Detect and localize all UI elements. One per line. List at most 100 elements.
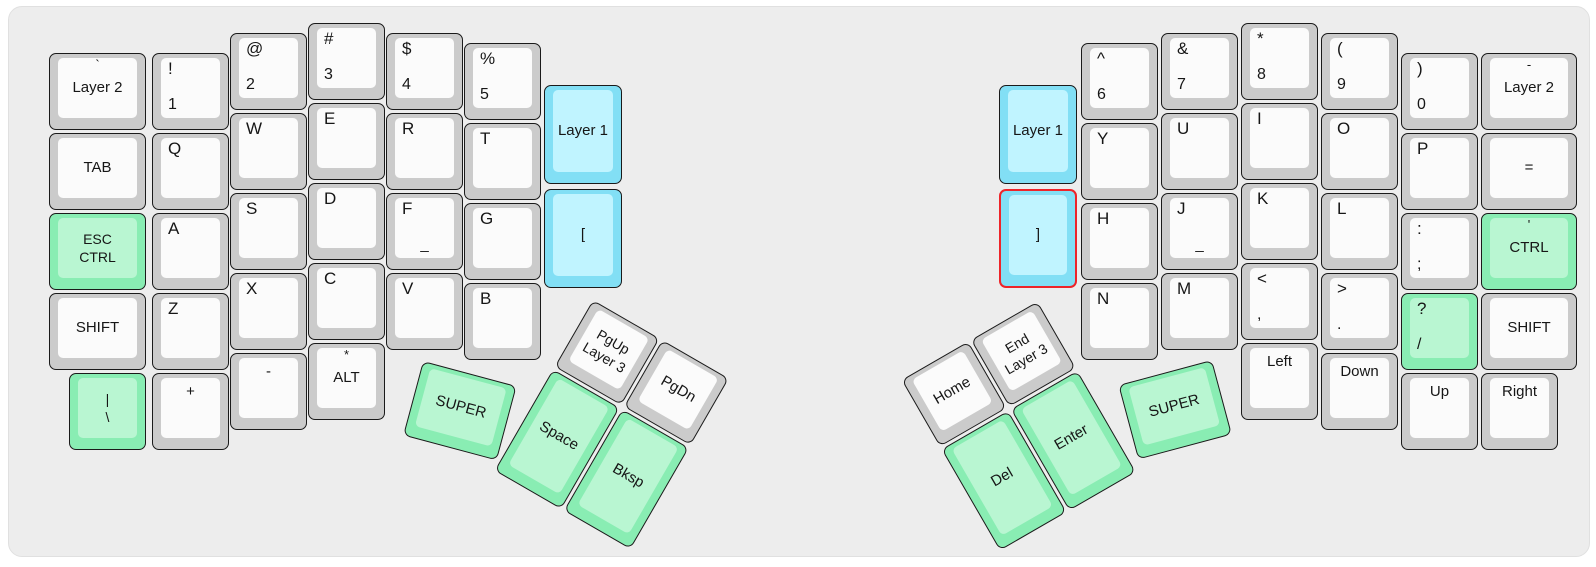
key-label: SUPER [433, 391, 489, 422]
key-m[interactable]: M [1161, 273, 1238, 350]
key-down[interactable]: Down [1321, 353, 1398, 430]
keytop: PgDn [637, 348, 719, 431]
key-quote-ctrl[interactable]: 'CTRL [1481, 213, 1577, 290]
key-k[interactable]: K [1241, 183, 1318, 260]
key-c[interactable]: C [308, 263, 385, 340]
key-s[interactable]: S [230, 193, 307, 270]
key-lt-comma[interactable]: <, [1241, 263, 1318, 340]
key-hash-3[interactable]: #3 [308, 23, 385, 100]
key-question-slash[interactable]: ?/ [1401, 293, 1478, 370]
key-label: 6 [1097, 86, 1106, 103]
key-i[interactable]: I [1241, 103, 1318, 180]
key-super-right[interactable]: SUPER [1118, 360, 1232, 460]
keytop: SUPER [414, 368, 507, 447]
key-r[interactable]: R [386, 113, 463, 190]
key-label: ( [1337, 39, 1343, 58]
key-v[interactable]: V [386, 273, 463, 350]
key-lbracket[interactable]: [ [544, 189, 622, 288]
key-dollar-4[interactable]: $4 [386, 33, 463, 110]
key-p[interactable]: P [1401, 133, 1478, 210]
key-plus[interactable]: + [152, 373, 229, 450]
key-grave-layer2[interactable]: `Layer 2 [49, 53, 146, 130]
key-shift-right[interactable]: SHIFT [1481, 293, 1577, 370]
key-e[interactable]: E [308, 103, 385, 180]
key-percent-5[interactable]: %5 [464, 43, 541, 120]
keytop: Layer 1 [553, 90, 613, 172]
key-amp-7[interactable]: &7 [1161, 33, 1238, 110]
key-j-homing[interactable]: J_ [1161, 193, 1238, 270]
key-d[interactable]: D [308, 183, 385, 260]
key-super-left[interactable]: SUPER [403, 361, 517, 461]
key-equals[interactable]: = [1481, 133, 1577, 210]
key-label: 3 [324, 66, 333, 83]
keytop: >. [1330, 278, 1389, 338]
key-label: G [480, 209, 494, 228]
key-label: P [1417, 139, 1429, 158]
key-y[interactable]: Y [1081, 123, 1158, 200]
key-b[interactable]: B [464, 283, 541, 360]
key-label: > [1337, 279, 1347, 298]
keytop: Right [1490, 378, 1549, 438]
key-star-8[interactable]: *8 [1241, 23, 1318, 100]
key-minus-layer2[interactable]: -Layer 2 [1481, 53, 1577, 130]
key-label: J [1177, 199, 1186, 218]
key-n[interactable]: N [1081, 283, 1158, 360]
key-left[interactable]: Left [1241, 343, 1318, 420]
keytop: | \ [78, 378, 137, 438]
key-l[interactable]: L [1321, 193, 1398, 270]
key-label: 5 [480, 86, 489, 103]
key-label: . [1337, 316, 1342, 333]
keytop: Up [1410, 378, 1469, 438]
key-label: Z [168, 299, 179, 318]
key-layer1-right[interactable]: Layer 1 [999, 85, 1077, 184]
keytop: + [161, 378, 220, 438]
key-label: ; [1417, 256, 1422, 273]
keytop: A [161, 218, 220, 278]
key-caret-6[interactable]: ^6 [1081, 43, 1158, 120]
key-label: _ [1195, 236, 1204, 253]
key-lparen-9[interactable]: (9 [1321, 33, 1398, 110]
keytop: R [395, 118, 454, 178]
key-rparen-0[interactable]: )0 [1401, 53, 1478, 130]
key-label: # [324, 29, 334, 48]
key-o[interactable]: O [1321, 113, 1398, 190]
key-up[interactable]: Up [1401, 373, 1478, 450]
key-label: PgDn [657, 372, 699, 406]
key-label: Down [1340, 363, 1379, 380]
key-q[interactable]: Q [152, 133, 229, 210]
key-exclam-1[interactable]: !1 [152, 53, 229, 130]
keytop: P [1410, 138, 1469, 198]
keytop: X [239, 278, 298, 338]
key-z[interactable]: Z [152, 293, 229, 370]
key-gt-period[interactable]: >. [1321, 273, 1398, 350]
key-h[interactable]: H [1081, 203, 1158, 280]
key-label: Q [168, 139, 182, 158]
key-label: U [1177, 119, 1190, 138]
key-star-alt[interactable]: *ALT [308, 343, 385, 420]
keytop: End Layer 3 [981, 310, 1063, 392]
key-label: Home [930, 373, 974, 408]
key-label: V [402, 279, 414, 298]
key-rbracket[interactable]: ] [999, 189, 1077, 288]
key-layer1-left[interactable]: Layer 1 [544, 85, 622, 184]
keytop: I [1250, 108, 1309, 168]
key-w[interactable]: W [230, 113, 307, 190]
key-shift-left[interactable]: SHIFT [49, 293, 146, 370]
key-at-2[interactable]: @2 [230, 33, 307, 110]
key-tab[interactable]: TAB [49, 133, 146, 210]
key-esc-ctrl[interactable]: ESC CTRL [49, 213, 146, 290]
key-label: ? [1417, 299, 1427, 318]
key-colon-semicolon[interactable]: :; [1401, 213, 1478, 290]
key-a[interactable]: A [152, 213, 229, 290]
key-g[interactable]: G [464, 203, 541, 280]
key-x[interactable]: X [230, 273, 307, 350]
key-pipe-backslash[interactable]: | \ [69, 373, 146, 450]
key-t[interactable]: T [464, 123, 541, 200]
key-right[interactable]: Right [1481, 373, 1558, 450]
key-minus-left[interactable]: - [230, 353, 307, 430]
keytop: D [317, 188, 376, 248]
key-label: Right [1501, 383, 1538, 400]
key-u[interactable]: U [1161, 113, 1238, 190]
key-f-homing[interactable]: F_ [386, 193, 463, 270]
keytop: L [1330, 198, 1389, 258]
